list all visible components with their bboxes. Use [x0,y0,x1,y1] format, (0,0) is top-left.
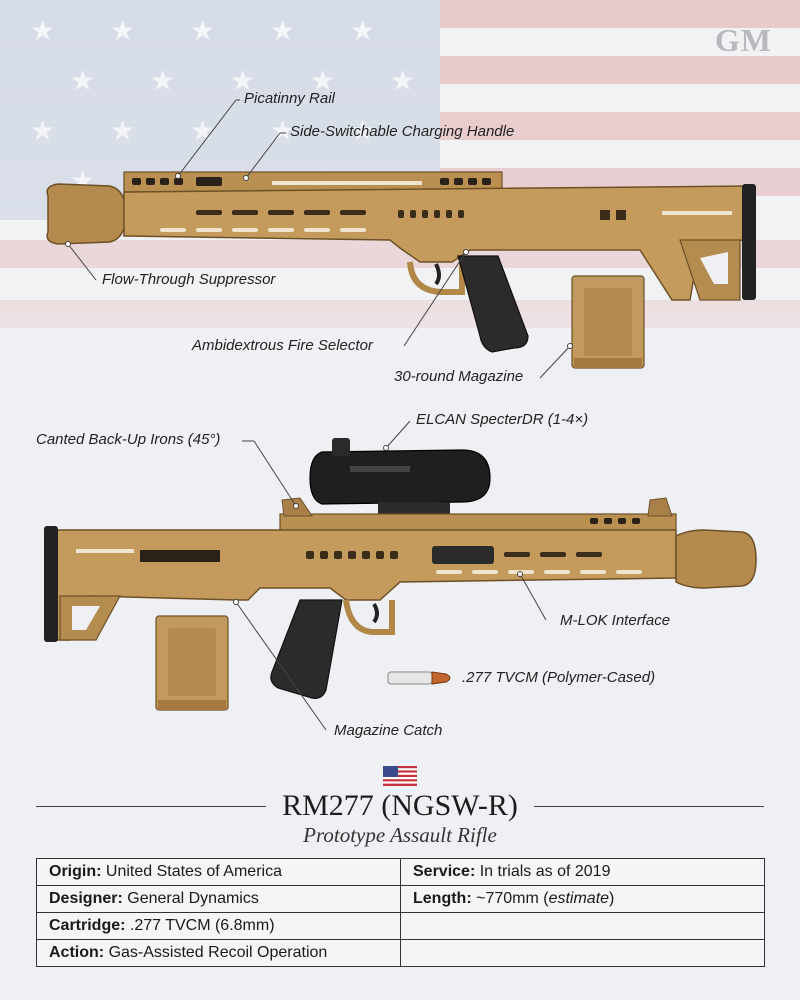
grip-top [457,255,529,353]
rifle-illustrations [44,99,757,731]
spec-designer: Designer: General Dynamics [36,885,401,913]
callout-backup-irons: Canted Back-Up Irons (45°) [36,431,221,448]
table-row: Origin: United States of America Service… [36,858,765,886]
rifle-bottom [44,438,757,711]
callout-fire-selector: Ambidextrous Fire Selector [192,337,373,354]
callout-picatinny-rail: Picatinny Rail [244,90,335,107]
spec-length: Length: ~770mm (estimate) [400,885,765,913]
page-title: RM277 (NGSW-R) [282,789,518,822]
callout-cartridge: .277 TVCM (Polymer-Cased) [462,669,656,686]
suppressor-top [46,183,127,245]
cartridge-icon [387,671,451,685]
callout-optic: ELCAN SpecterDR (1-4×) [416,411,589,428]
table-row: Designer: General Dynamics Length: ~770m… [36,885,765,913]
callout-magazine-catch: Magazine Catch [334,722,443,739]
suppressor-bottom [675,529,757,589]
callout-charging-handle: Side-Switchable Charging Handle [290,123,515,140]
us-flag-icon [383,766,417,786]
spec-service: Service: In trials as of 2019 [400,858,765,886]
elcan-optic [309,449,491,505]
gm-logo: GM [714,22,772,58]
spec-action: Action: Gas-Assisted Recoil Operation [36,939,401,967]
table-row: Cartridge: .277 TVCM (6.8mm) [36,912,765,940]
specs-table: Origin: United States of America Service… [36,858,765,967]
spec-origin: Origin: United States of America [36,858,401,886]
callout-magazine: 30-round Magazine [394,368,524,385]
table-row: Action: Gas-Assisted Recoil Operation [36,939,765,967]
spec-empty-2 [400,939,765,967]
grip-bottom [270,599,343,699]
spec-empty-1 [400,912,765,940]
rifle-top [46,171,756,369]
mlok-panel [432,546,494,564]
callout-suppressor: Flow-Through Suppressor [102,271,276,288]
page-subtitle: Prototype Assault Rifle [303,823,497,847]
title-divider-right [534,806,764,807]
picatinny-rail-bottom [279,513,677,531]
callout-mlok: M-LOK Interface [560,612,671,629]
spec-cartridge: Cartridge: .277 TVCM (6.8mm) [36,912,401,940]
title-divider-left [36,806,266,807]
backup-iron-front [647,497,673,517]
